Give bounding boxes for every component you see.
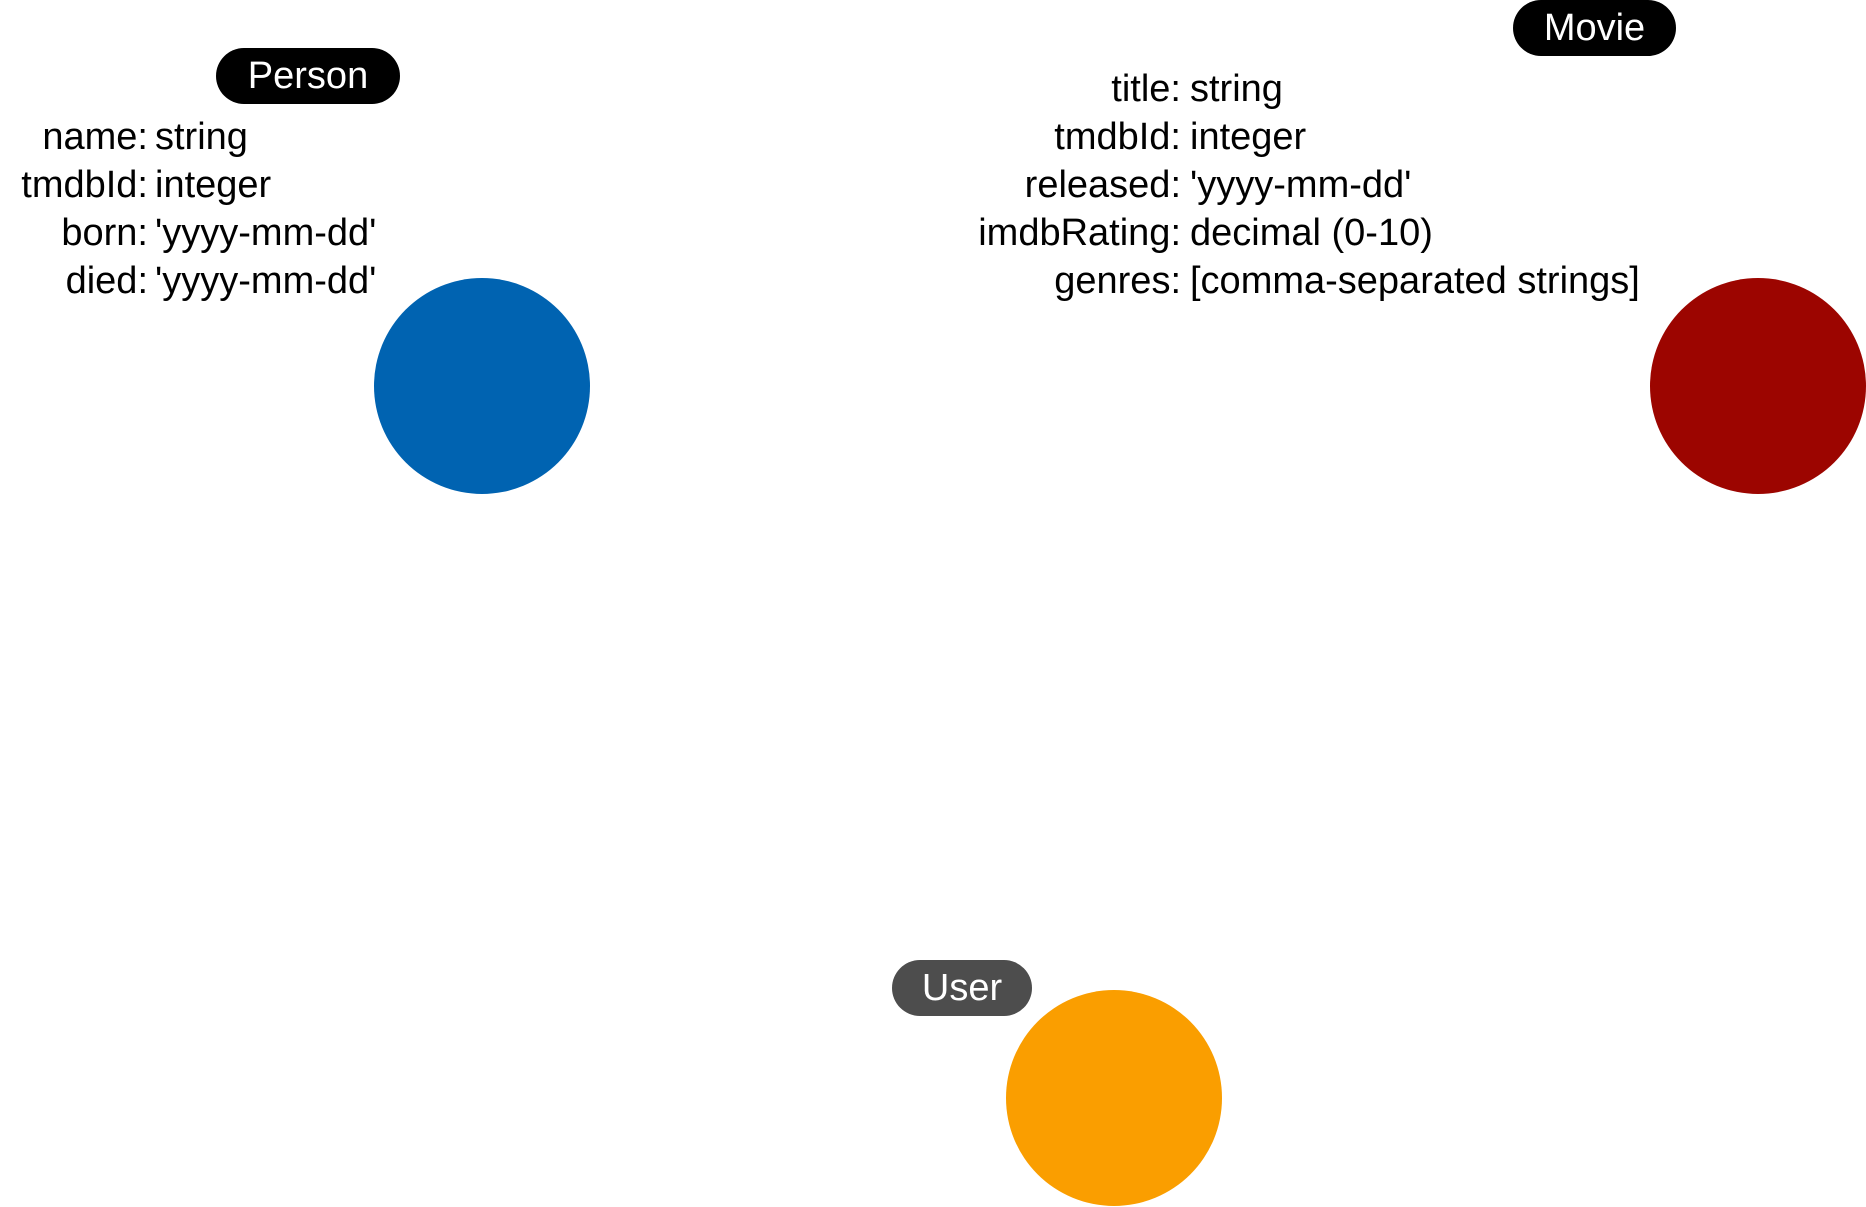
property-key: tmdbId:: [21, 164, 148, 206]
movie-property-row: released: 'yyyy-mm-dd': [900, 161, 1680, 209]
property-value: [comma-separated strings]: [1190, 260, 1640, 302]
property-value: string: [1190, 68, 1283, 110]
property-value: 'yyyy-mm-dd': [155, 212, 377, 254]
movie-property-row: genres: [comma-separated strings]: [900, 257, 1680, 305]
person-circle[interactable]: [374, 278, 590, 494]
person-property-row: born: 'yyyy-mm-dd': [0, 209, 500, 257]
property-value: string: [155, 116, 248, 158]
user-circle[interactable]: [1006, 990, 1222, 1206]
movie-property-row: imdbRating: decimal (0-10): [900, 209, 1680, 257]
property-key: tmdbId:: [1054, 116, 1181, 158]
movie-property-row: tmdbId: integer: [900, 113, 1680, 161]
movie-label: Movie: [1513, 0, 1676, 56]
user-label: User: [892, 960, 1032, 1016]
property-value: 'yyyy-mm-dd': [155, 260, 377, 302]
property-value: integer: [1190, 116, 1307, 158]
movie-circle[interactable]: [1650, 278, 1866, 494]
person-property-row: tmdbId: integer: [0, 161, 500, 209]
person-label: Person: [216, 48, 400, 104]
property-value: decimal (0-10): [1190, 212, 1433, 254]
person-property-row: died: 'yyyy-mm-dd': [0, 257, 500, 305]
property-key: title:: [1111, 68, 1181, 110]
movie-property-row: title: string: [900, 65, 1680, 113]
property-key: died:: [65, 260, 148, 302]
property-value: 'yyyy-mm-dd': [1190, 164, 1412, 206]
person-property-row: name: string: [0, 113, 500, 161]
property-key: born:: [61, 212, 148, 254]
property-key: released:: [1024, 164, 1181, 206]
property-key: genres:: [1054, 260, 1181, 302]
property-value: integer: [155, 164, 272, 206]
property-key: imdbRating:: [978, 212, 1181, 254]
property-key: name:: [42, 116, 148, 158]
